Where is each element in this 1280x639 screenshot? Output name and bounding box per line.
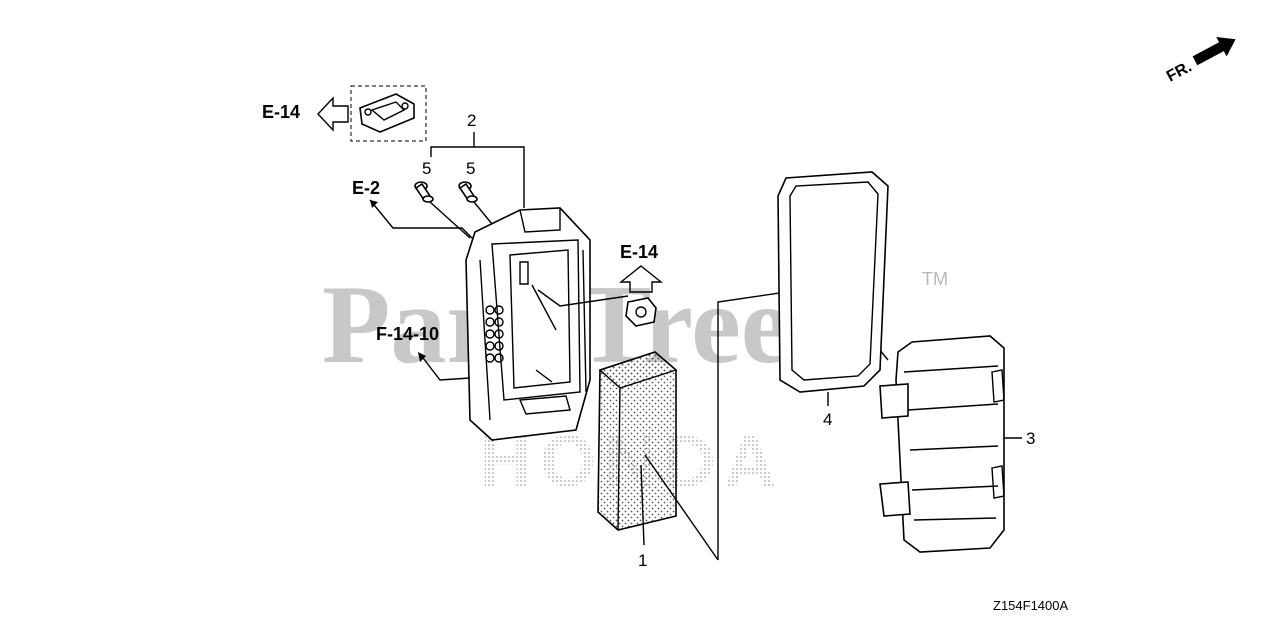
watermark-tm: TM <box>922 269 948 289</box>
front-arrow-icon <box>1192 36 1236 66</box>
air-cleaner-cover-part <box>879 335 1005 553</box>
front-marker: FR. <box>1164 36 1236 86</box>
callout-1: 1 <box>638 551 647 570</box>
bolt-part-a <box>414 181 434 203</box>
air-cleaner-case <box>465 207 591 441</box>
ref-f1410: F-14-10 <box>376 324 439 344</box>
cover-clip-lower <box>879 481 911 517</box>
callout-5a: 5 <box>422 159 431 178</box>
cover-clip-upper <box>879 383 909 419</box>
ref-e14-left: E-14 <box>262 102 300 122</box>
filter-element-part <box>597 351 678 531</box>
callout-3: 3 <box>1026 429 1035 448</box>
gasket-part <box>359 93 415 133</box>
ref-e14-mid: E-14 <box>620 242 658 262</box>
nut-part <box>625 297 657 327</box>
gasket-dashed-box <box>350 85 427 142</box>
leader-e2 <box>369 199 475 241</box>
callout-4: 4 <box>823 410 832 429</box>
bolt-part-b <box>458 181 478 203</box>
callout-5b: 5 <box>466 159 475 178</box>
diagram-code: Z154F1400A <box>993 598 1068 613</box>
leader-f1410 <box>419 353 471 381</box>
callout-2: 2 <box>467 111 476 130</box>
seal-gasket-part <box>777 171 889 393</box>
ref-e2: E-2 <box>352 178 380 198</box>
bracket-2 <box>430 146 525 208</box>
hollow-arrow-up-icon <box>619 265 663 293</box>
hollow-arrow-left-icon <box>317 96 349 132</box>
front-marker-label: FR. <box>1164 58 1195 85</box>
case-vent-holes <box>485 305 504 363</box>
